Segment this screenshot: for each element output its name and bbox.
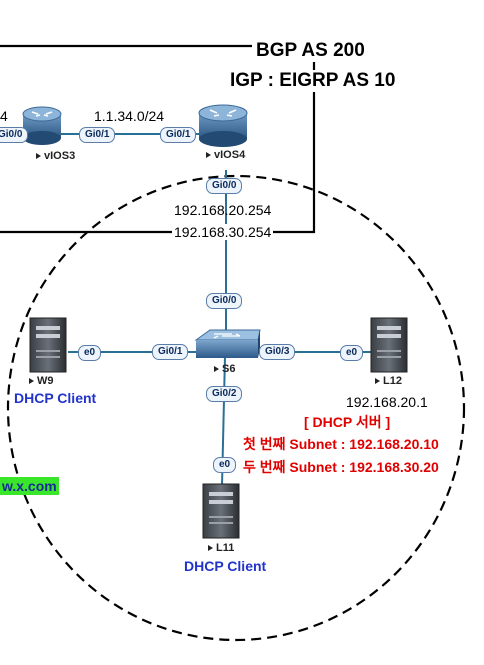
- vios4-label: vIOS4: [214, 149, 246, 161]
- l11-role-label: DHCP Client: [184, 558, 267, 574]
- igp-eigrp-title: IGP : EIGRP AS 10: [226, 70, 400, 92]
- s6-gi0-2-port[interactable]: Gi0/2: [206, 386, 243, 402]
- vios3-gi0-1-port[interactable]: Gi0/1: [79, 127, 116, 143]
- vios4-gi0-0-port[interactable]: Gi0/0: [206, 178, 243, 194]
- s6-gi0-0-port[interactable]: Gi0/0: [206, 293, 243, 309]
- cut-off-url-label: w.x.com: [0, 477, 59, 495]
- l11-label: L11: [216, 542, 235, 554]
- l11-e0-port[interactable]: e0: [213, 457, 237, 473]
- w9-label: W9: [37, 375, 54, 387]
- server-w9-icon[interactable]: [29, 317, 67, 373]
- dhcp-server-title: [ DHCP 서버 ]: [304, 414, 391, 430]
- s6-gi0-3-port[interactable]: Gi0/3: [259, 344, 296, 360]
- cut-off-label: 4: [0, 108, 8, 124]
- subnet-1-1-34-label: 1.1.34.0/24: [94, 108, 165, 124]
- l12-e0-port[interactable]: e0: [340, 345, 364, 361]
- vios4-ip-20: 192.168.20.254: [174, 202, 272, 218]
- vios3-gi0-0-port[interactable]: Gi0/0: [0, 127, 29, 143]
- server-l12-icon[interactable]: [370, 317, 408, 373]
- server-l11-icon[interactable]: [202, 483, 240, 539]
- vios3-label: vIOS3: [44, 150, 76, 162]
- vios4-ip-30: 192.168.30.254: [172, 224, 274, 240]
- s6-label: S6: [222, 363, 236, 375]
- l12-ip: 192.168.20.1: [346, 394, 428, 410]
- w9-e0-port[interactable]: e0: [78, 345, 102, 361]
- vios4-gi0-1-port[interactable]: Gi0/1: [160, 127, 197, 143]
- s6-gi0-1-port[interactable]: Gi0/1: [152, 344, 189, 360]
- dhcp-second-subnet: 두 번째 Subnet : 192.168.30.20: [243, 459, 439, 475]
- switch-s6-icon[interactable]: [194, 329, 261, 358]
- router-vios3-icon[interactable]: [22, 106, 62, 145]
- dhcp-first-subnet: 첫 번째 Subnet : 192.168.20.10: [243, 436, 439, 452]
- device-label-markers: [29, 152, 380, 551]
- dhcp-scope-circle: [6, 174, 466, 642]
- w9-role-label: DHCP Client: [14, 390, 97, 406]
- router-vios4-icon[interactable]: [198, 104, 248, 147]
- l12-label: L12: [383, 375, 402, 387]
- bgp-as-title: BGP AS 200: [252, 40, 369, 62]
- bgp-as-box: [0, 44, 316, 234]
